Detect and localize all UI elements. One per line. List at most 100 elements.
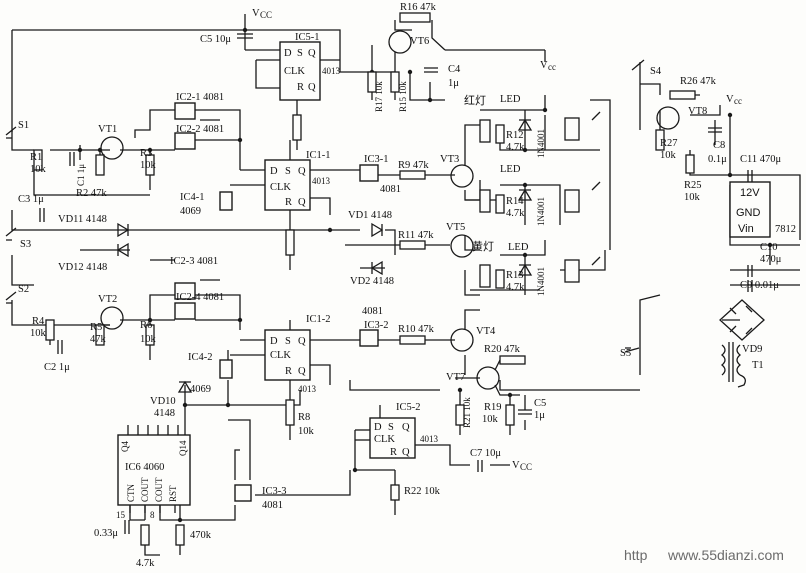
label-vt8: VT8 (688, 106, 707, 117)
label-ic2-1: IC2-1 4081 (176, 92, 224, 103)
label-ic6-rst: RST (168, 485, 178, 502)
junction-dot (147, 147, 153, 153)
junction-dot (427, 97, 433, 103)
junction-dot (522, 147, 528, 153)
label-t1: T1 (752, 360, 764, 371)
label-ic5-1-r: R (297, 82, 304, 93)
ic6-pin-stubs (129, 505, 176, 513)
inverter-ic4-2 (219, 359, 233, 379)
label-c5-bot-val: 1μ (534, 410, 545, 421)
junction-dot (407, 69, 413, 75)
capacitor-c3 (39, 208, 45, 222)
label-r16: R16 47k (400, 2, 437, 13)
label-ic1-1-d: D (270, 166, 278, 177)
label-r27: R27 (660, 138, 678, 149)
label-470k: 470k (190, 530, 212, 541)
label-vt2: VT2 (98, 294, 117, 305)
diode-vd11 (117, 222, 130, 238)
label-r13-val: 4.7k (506, 282, 525, 293)
label-ic1-2-num: 4013 (298, 384, 317, 394)
transistor-vt1 (100, 136, 124, 160)
resistor-r21 (455, 404, 465, 426)
label-red-light: 红灯 (464, 94, 486, 107)
junction-dot (542, 107, 548, 113)
diodes (116, 118, 533, 393)
label-c1: C1 1μ (76, 164, 86, 186)
and-gate-ic2-1 (174, 102, 196, 120)
label-vt3: VT3 (440, 154, 459, 165)
resistor-r9 (399, 170, 426, 180)
label-ic1-1-r: R (285, 197, 292, 208)
label-r14-val: 4.7k (506, 208, 525, 219)
label-c8-val: 0.1μ (708, 154, 727, 165)
label-r9: R9 47k (398, 160, 429, 171)
label-vd10-num: 4148 (154, 408, 175, 419)
junction-dot (242, 27, 248, 33)
transformer-t1 (720, 342, 746, 388)
label-vd1: VD1 4148 (348, 210, 392, 221)
label-vd11: VD11 4148 (58, 214, 107, 225)
label-vd10: VD10 (150, 396, 176, 407)
label-r21: R21 10k (462, 397, 472, 428)
label-ic5-2-s: S (388, 422, 394, 433)
label-ic3-1: IC3-1 (364, 154, 389, 165)
label-ic6-coutb: COUT (154, 477, 164, 502)
resistor-r10 (399, 335, 426, 345)
label-r13: R13 (506, 270, 524, 281)
capacitor-c7 (477, 460, 483, 472)
relay-contacts (591, 111, 601, 266)
label-ic1-1-num: 4013 (312, 176, 331, 186)
resistor-r20 (499, 355, 526, 365)
diode-1n4001-3 (517, 263, 533, 276)
label-ic1-2: IC1-2 (306, 314, 331, 325)
label-r6: R6 (140, 320, 152, 331)
label-ic1-2-clk: CLK (270, 350, 291, 361)
diode-vd12 (116, 242, 129, 258)
label-c4-val: 1μ (448, 78, 459, 89)
transistor-vt5 (450, 234, 474, 258)
junction-dot (77, 147, 83, 153)
diode-vd2 (370, 260, 383, 276)
label-c5-top: C5 10μ (200, 34, 231, 45)
label-1n4001-2: 1N4001 (536, 197, 546, 226)
junction-dot (507, 392, 513, 398)
resistor-r4 (45, 319, 55, 341)
and-gate-ic3-3 (234, 484, 252, 502)
label-r12: R12 (506, 130, 524, 141)
label-r19-val: 10k (482, 414, 499, 425)
junction-dot (767, 242, 773, 248)
label-r14: R14 (506, 196, 524, 207)
resistor-r19 (505, 404, 515, 426)
diode-1n4001-1 (517, 118, 533, 131)
resistor-r25 (685, 154, 695, 174)
junction-dot (237, 317, 243, 323)
junction-dot (147, 317, 153, 323)
resistor-470k (175, 524, 185, 546)
label-4-7k: 4.7k (136, 558, 155, 569)
label-led-1: LED (500, 94, 521, 105)
resistor-r16 (399, 12, 431, 23)
label-ic6: IC6 4060 (125, 462, 164, 473)
label-r3: R3 (140, 148, 152, 159)
label-vcc-top-sub: CC (260, 10, 272, 20)
resistor-r5 (95, 324, 105, 346)
resistor-r6 (145, 324, 155, 346)
label-vd2: VD2 4148 (350, 276, 394, 287)
label-c4: C4 (448, 64, 461, 75)
junction-dot (522, 252, 528, 258)
label-ic1-2-q: Q (298, 336, 306, 347)
switches (5, 59, 645, 353)
label-c10-val: 470μ (760, 254, 782, 265)
capacitor-c8 (708, 127, 722, 133)
resistor-4k7 (140, 524, 150, 546)
label-vcc-mid: V (540, 60, 548, 71)
switch-s1 (5, 126, 17, 139)
label-ic4-1-num: 4069 (180, 206, 201, 217)
label-r25-val: 10k (684, 192, 701, 203)
label-ic3-3-num: 4081 (262, 500, 283, 511)
resistor-r8 (285, 399, 295, 426)
label-ic2-3: IC2-3 4081 (170, 256, 218, 267)
label-ic3-2: IC3-2 (364, 320, 389, 331)
label-vt6: VT6 (410, 36, 429, 47)
